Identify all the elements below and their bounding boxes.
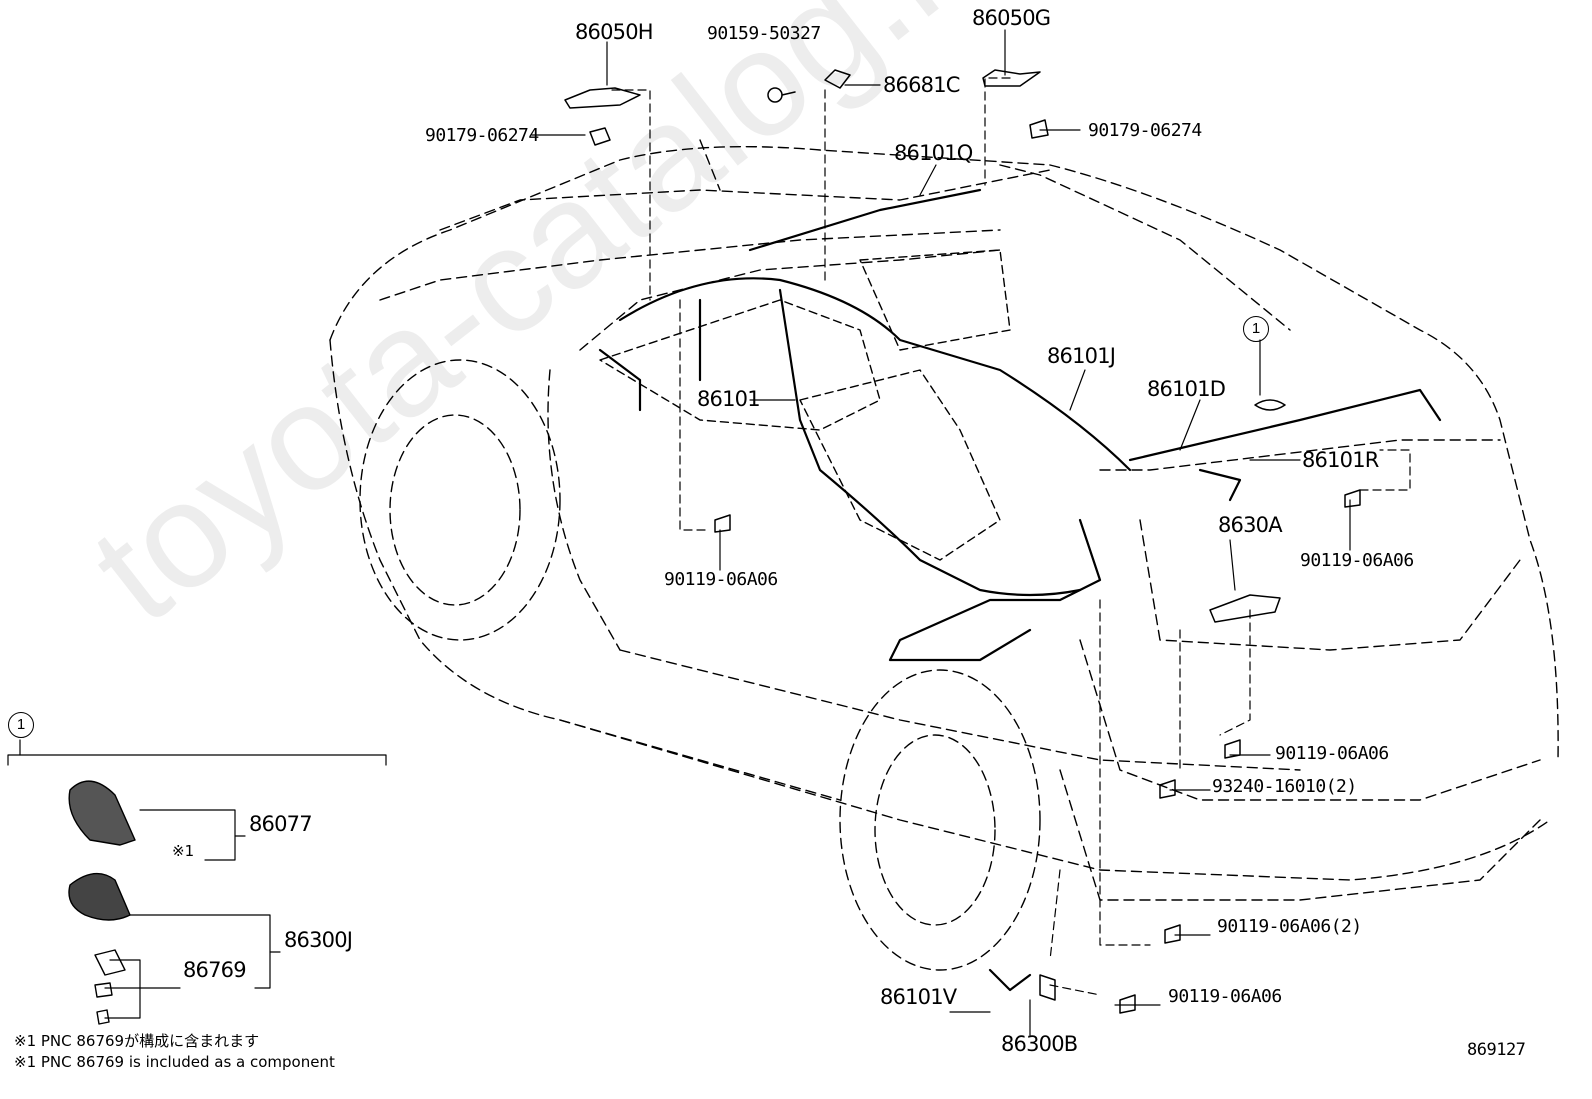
label-86101: 86101	[697, 387, 761, 411]
interior-outline	[599, 249, 1011, 561]
wheel-front-left	[359, 359, 561, 641]
label-90119-06A06-bumper: 90119-06A06	[1275, 743, 1389, 764]
inset-parts	[68, 780, 136, 1025]
label-86050H: 86050H	[575, 20, 654, 44]
label-86077: 86077	[249, 812, 313, 836]
part-glyphs	[564, 69, 1361, 1014]
label-90119-06A06-floor: 90119-06A06	[664, 569, 778, 590]
antenna-bolt	[96, 1009, 110, 1025]
label-86769: 86769	[183, 958, 247, 982]
note-english: ※1 PNC 86769 is included as a component	[14, 1053, 335, 1071]
wheel-rear-left	[839, 669, 1041, 971]
label-90159-50327: 90159-50327	[707, 23, 821, 44]
label-86300B: 86300B	[1001, 1032, 1078, 1056]
wire-harness	[598, 188, 1442, 992]
antenna-nut	[94, 982, 113, 998]
inset-frame	[7, 739, 387, 1019]
label-90119-06A06-2: 90119-06A06(2)	[1217, 916, 1362, 937]
note-japanese: ※1 PNC 86769が構成に含まれます	[14, 1032, 260, 1050]
antenna-pad	[94, 949, 126, 976]
label-86101J: 86101J	[1047, 344, 1116, 368]
note-mark: ※1	[172, 842, 195, 860]
inset-circle: 1	[8, 712, 34, 738]
label-90179-06274-right: 90179-06274	[1088, 120, 1202, 141]
label-90119-06A06-rear: 90119-06A06	[1300, 550, 1414, 571]
antenna-assembly	[68, 872, 131, 921]
label-86681C: 86681C	[883, 73, 960, 97]
callout-circle: 1	[1243, 316, 1269, 342]
antenna-cover	[68, 780, 136, 846]
label-8630A: 8630A	[1218, 513, 1283, 537]
label-90179-06274-left: 90179-06274	[425, 125, 539, 146]
vehicle-body	[329, 139, 1559, 901]
label-90119-06A06-lower: 90119-06A06	[1168, 986, 1282, 1007]
label-86101R: 86101R	[1302, 448, 1379, 472]
label-86300J: 86300J	[284, 928, 353, 952]
diagram-id: 869127	[1467, 1040, 1526, 1060]
label-93240-16010: 93240-16010(2)	[1212, 776, 1357, 797]
label-86101V: 86101V	[880, 985, 957, 1009]
label-86101D: 86101D	[1147, 377, 1226, 401]
label-86101Q: 86101Q	[894, 141, 973, 165]
label-86050G: 86050G	[972, 6, 1051, 30]
